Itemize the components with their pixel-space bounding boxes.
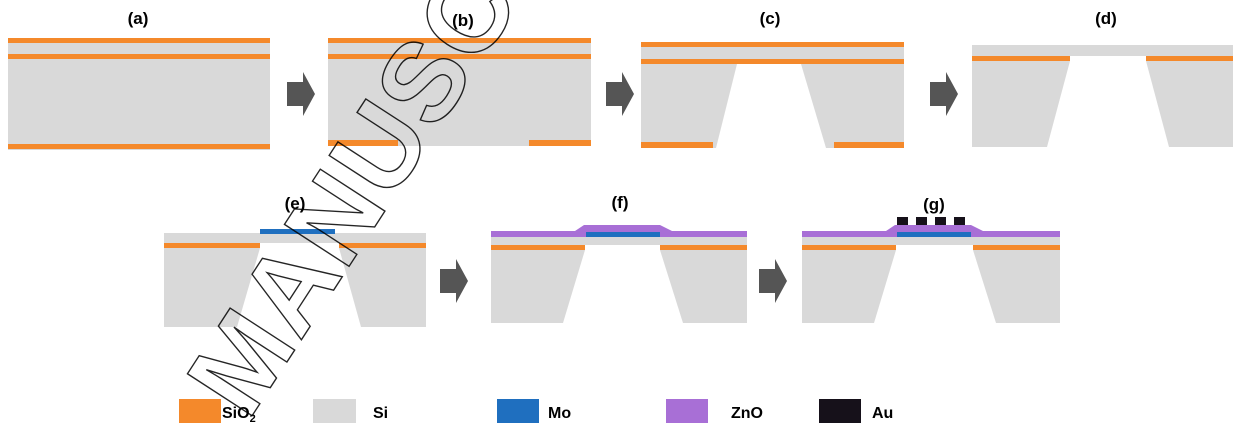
sio2-layer-top bbox=[8, 38, 270, 43]
legend-label-au: Au bbox=[872, 405, 893, 422]
panel-b: (b) bbox=[328, 11, 591, 146]
panel-label-a: (a) bbox=[128, 9, 149, 28]
panel-g: (g) bbox=[802, 195, 1060, 323]
si-membrane bbox=[491, 235, 747, 245]
si-handle-right bbox=[973, 250, 1060, 323]
sio2-mask-left bbox=[641, 142, 713, 148]
sio2-layer-right bbox=[1146, 56, 1233, 61]
panel-f: (f) bbox=[491, 193, 747, 323]
panel-d: (d) bbox=[972, 9, 1233, 147]
si-handle-left bbox=[802, 250, 896, 323]
sio2-layer-top bbox=[641, 42, 904, 47]
legend-swatch-si bbox=[313, 399, 356, 423]
right-arrow-icon bbox=[606, 72, 634, 116]
sio2-layer-left bbox=[164, 243, 260, 248]
sio2-layer-buried bbox=[641, 59, 904, 64]
legend-swatch-au bbox=[819, 399, 861, 423]
panel-label-f: (f) bbox=[612, 193, 629, 212]
mo-electrode bbox=[586, 232, 660, 237]
sio2-layer-left bbox=[491, 245, 585, 250]
legend-swatch-sio2 bbox=[179, 399, 221, 423]
au-idt-finger bbox=[954, 217, 965, 225]
sio2-layer-buried bbox=[8, 54, 270, 59]
legend-label-zno: ZnO bbox=[731, 405, 763, 422]
si-membrane bbox=[802, 235, 1060, 245]
right-arrow-icon bbox=[930, 72, 958, 116]
legend: SiO2 Si Mo ZnO Au bbox=[179, 399, 893, 425]
right-arrow-icon bbox=[287, 72, 315, 116]
mo-electrode bbox=[897, 232, 971, 237]
si-membrane bbox=[972, 45, 1233, 56]
legend-item-mo: Mo bbox=[497, 399, 571, 423]
sio2-layer-left bbox=[802, 245, 896, 250]
panel-label-d: (d) bbox=[1095, 9, 1117, 28]
legend-label-sio2: SiO2 bbox=[222, 405, 256, 425]
legend-item-au: Au bbox=[819, 399, 893, 423]
si-handle-left bbox=[164, 248, 260, 327]
sio2-layer-right bbox=[660, 245, 747, 250]
panel-label-e: (e) bbox=[285, 194, 306, 213]
right-arrow-icon bbox=[759, 259, 787, 303]
panel-a: (a) bbox=[8, 9, 270, 150]
zno-piezo-layer bbox=[802, 225, 1060, 237]
legend-swatch-zno bbox=[666, 399, 708, 423]
legend-item-si: Si bbox=[313, 399, 388, 423]
sio2-mask-right bbox=[834, 142, 904, 148]
sio2-layer-top bbox=[328, 38, 591, 43]
panel-label-b: (b) bbox=[452, 11, 474, 30]
legend-label-mo: Mo bbox=[548, 405, 571, 422]
sio2-mask-right bbox=[529, 140, 591, 146]
si-membrane bbox=[164, 233, 426, 243]
sio2-layer-bottom bbox=[8, 144, 270, 149]
si-handle-left bbox=[491, 250, 585, 323]
legend-item-sio2: SiO2 bbox=[179, 399, 256, 425]
legend-swatch-mo bbox=[497, 399, 539, 423]
sio2-layer-buried bbox=[328, 54, 591, 59]
right-arrow-icon bbox=[440, 259, 468, 303]
si-handle-right bbox=[801, 64, 904, 148]
legend-label-si: Si bbox=[373, 405, 388, 422]
si-handle-right bbox=[660, 250, 747, 323]
si-handle-right bbox=[339, 248, 426, 327]
sio2-layer-right bbox=[973, 245, 1060, 250]
panel-label-g: (g) bbox=[923, 195, 945, 214]
panel-e: (e) bbox=[164, 194, 426, 327]
au-idt-finger bbox=[935, 217, 946, 225]
mo-electrode bbox=[260, 229, 335, 234]
si-device-layer bbox=[641, 42, 904, 64]
au-idt-finger bbox=[916, 217, 927, 225]
si-handle-left bbox=[641, 64, 737, 148]
panel-label-c: (c) bbox=[760, 9, 781, 28]
si-handle-left bbox=[972, 61, 1070, 147]
si-handle-right bbox=[1146, 61, 1233, 147]
panel-c: (c) bbox=[641, 9, 904, 148]
sio2-layer-left bbox=[972, 56, 1070, 61]
au-idt-finger bbox=[897, 217, 908, 225]
sio2-mask-left bbox=[328, 140, 398, 146]
legend-item-zno: ZnO bbox=[666, 399, 763, 423]
sio2-layer-right bbox=[339, 243, 426, 248]
zno-piezo-layer bbox=[491, 225, 747, 237]
